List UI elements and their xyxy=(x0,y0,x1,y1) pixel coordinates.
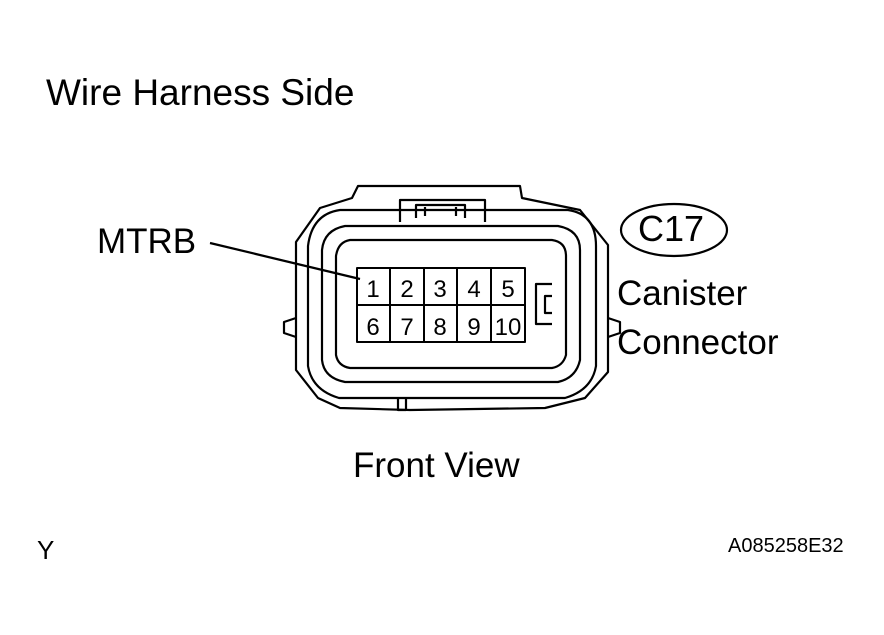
figure-id: A085258E32 xyxy=(728,535,844,557)
terminal-grid xyxy=(356,267,526,343)
connector-name-line2: Connector xyxy=(617,323,779,362)
pin-3: 3 xyxy=(433,276,446,303)
diagram-title: Wire Harness Side xyxy=(46,72,355,113)
left-tab xyxy=(282,316,297,339)
connector-code: C17 xyxy=(638,208,705,249)
connector-cavity-outer xyxy=(320,224,582,384)
connector-latch xyxy=(398,198,487,222)
pin-2: 2 xyxy=(400,276,413,303)
connector-name-line1: Canister xyxy=(617,274,748,313)
pin-1: 1 xyxy=(366,276,379,303)
connector-cavity-inner xyxy=(334,238,568,370)
bottom-notch xyxy=(396,398,408,412)
pin-8: 8 xyxy=(433,314,446,341)
pin-9: 9 xyxy=(467,314,480,341)
callout-leader-line xyxy=(209,241,361,281)
latch-detail xyxy=(423,207,458,216)
corner-mark: Y xyxy=(37,535,55,565)
view-label: Front View xyxy=(353,446,520,485)
pin-5: 5 xyxy=(501,276,514,303)
connector-housing-inner xyxy=(306,208,598,400)
connector-code-oval xyxy=(619,202,729,258)
terminal-callout-label: MTRB xyxy=(97,222,197,261)
connector-latch-inner xyxy=(414,203,467,218)
pin-7: 7 xyxy=(400,314,413,341)
pin-4: 4 xyxy=(467,276,480,303)
right-tab xyxy=(607,316,622,339)
connector-key xyxy=(534,282,552,326)
pin-10: 10 xyxy=(495,314,522,341)
connector-housing-outer xyxy=(294,184,610,412)
pin-6: 6 xyxy=(366,314,379,341)
